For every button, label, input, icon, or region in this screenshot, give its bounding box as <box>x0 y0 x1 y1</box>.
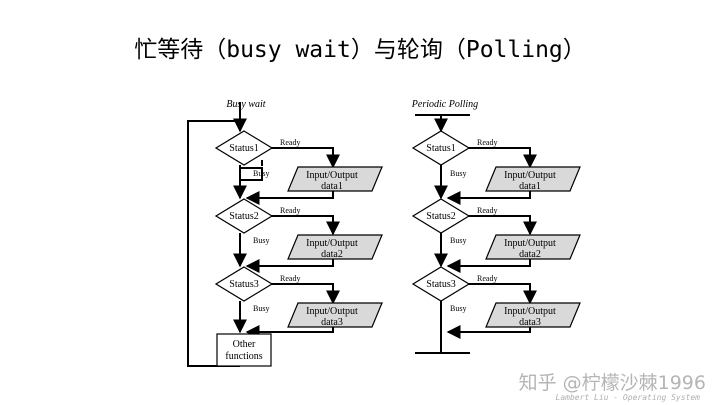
functions-label: functions <box>225 351 262 362</box>
periodic-polling-heading: Periodic Polling <box>411 99 478 110</box>
other-functions-box <box>216 333 272 367</box>
busy-label: Busy <box>253 169 269 178</box>
status2-decision <box>411 198 471 234</box>
io-data-label: data1 <box>519 181 541 192</box>
busy-label: Busy <box>450 304 466 313</box>
busy-label: Busy <box>253 236 269 245</box>
busy-label: Busy <box>450 169 466 178</box>
ready-label: Ready <box>477 206 497 215</box>
io-label: Input/Output <box>504 170 556 181</box>
ready-label: Ready <box>477 138 497 147</box>
busy-label: Busy <box>253 304 269 313</box>
status2-label: Status2 <box>426 211 455 222</box>
ready-label: Ready <box>280 206 300 215</box>
status3-label: Status3 <box>229 279 258 290</box>
polling-flowchart <box>415 114 537 354</box>
watermark: 知乎 @柠檬沙棘1996 <box>518 372 706 394</box>
status3-label: Status3 <box>426 279 455 290</box>
io-label: Input/Output <box>306 170 358 181</box>
status2-label: Status2 <box>229 211 258 222</box>
ready-label: Ready <box>280 274 300 283</box>
io-data-label: data3 <box>321 317 343 328</box>
status3-decision <box>214 266 274 302</box>
io-label: Input/Output <box>504 238 556 249</box>
io-data1-box <box>485 166 581 192</box>
io-data-label: data2 <box>321 249 343 260</box>
status1-decision <box>214 130 274 166</box>
io-data3-box <box>287 302 383 328</box>
busy-wait-heading: Busy wait <box>226 99 265 110</box>
status3-decision <box>411 266 471 302</box>
io-data-label: data2 <box>519 249 541 260</box>
io-label: Input/Output <box>504 306 556 317</box>
busy-wait-flowchart <box>187 102 340 367</box>
status1-label: Status1 <box>426 143 455 154</box>
other-label: Other <box>233 339 256 350</box>
busy-loop-1 <box>240 167 263 181</box>
slide-title: 忙等待（busy wait）与轮询（Polling） <box>134 37 586 63</box>
status2-decision <box>214 198 274 234</box>
loop-back-line <box>187 120 244 367</box>
io-label: Input/Output <box>306 306 358 317</box>
io-data2-box <box>287 234 383 260</box>
watermark-subtitle: Lambert Liu - Operating System <box>555 393 701 402</box>
io-label: Input/Output <box>306 238 358 249</box>
status1-label: Status1 <box>229 143 258 154</box>
ready-label: Ready <box>477 274 497 283</box>
io-data2-box <box>485 234 581 260</box>
ready-label: Ready <box>280 138 300 147</box>
io-data1-box <box>287 166 383 192</box>
io-data3-box <box>485 302 581 328</box>
io-data-label: data1 <box>321 181 343 192</box>
busy-label: Busy <box>450 236 466 245</box>
io-data-label: data3 <box>519 317 541 328</box>
status1-decision <box>411 130 471 166</box>
